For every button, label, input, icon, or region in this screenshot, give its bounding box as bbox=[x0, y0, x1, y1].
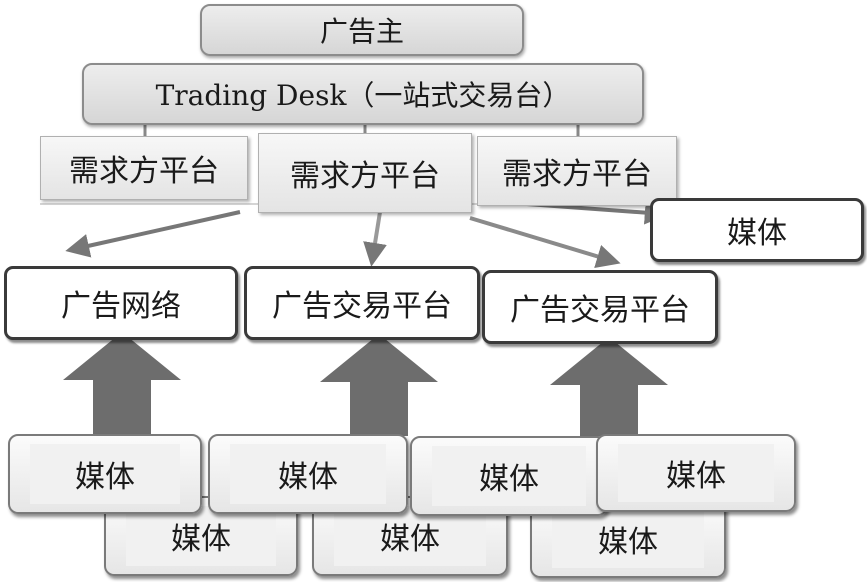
media-to-network-up-arrow bbox=[63, 332, 181, 436]
ad-network-label: 广告网络 bbox=[61, 289, 181, 324]
dsp-to-network-arrow bbox=[65, 210, 241, 258]
ad-exchange-box-2: 广告交易平台 bbox=[482, 270, 718, 344]
media-label: 媒体 bbox=[479, 462, 539, 497]
media-box-right: 媒体 bbox=[650, 198, 864, 262]
media-label: 媒体 bbox=[380, 522, 440, 557]
advertiser-box: 广告主 bbox=[200, 4, 524, 56]
trading-desk-box: Trading Desk（一站式交易台） bbox=[82, 63, 644, 125]
dsp-to-exchange-1-arrow bbox=[363, 211, 387, 267]
dsp-to-exchange-2-arrow bbox=[469, 216, 621, 268]
media-label: 媒体 bbox=[171, 522, 231, 557]
dsp-box-2: 需求方平台 bbox=[258, 133, 472, 213]
media-label: 媒体 bbox=[278, 460, 338, 495]
media-label: 媒体 bbox=[598, 525, 658, 560]
media-box-bottom-3: 媒体 bbox=[530, 500, 726, 578]
dsp-box-3: 需求方平台 bbox=[477, 136, 677, 206]
media-label: 媒体 bbox=[75, 460, 135, 495]
media-to-exchange-2-up-arrow bbox=[550, 337, 668, 436]
ad-exchange-label: 广告交易平台 bbox=[510, 293, 690, 328]
ad-exchange-box-1: 广告交易平台 bbox=[244, 266, 480, 340]
ad-exchange-label: 广告交易平台 bbox=[272, 289, 452, 324]
media-to-exchange-1-up-arrow bbox=[320, 334, 438, 436]
dsp-label: 需求方平台 bbox=[69, 154, 219, 189]
ad-network-box: 广告网络 bbox=[4, 266, 238, 340]
dsp-label: 需求方平台 bbox=[290, 159, 440, 194]
dsp-box-1: 需求方平台 bbox=[40, 136, 248, 200]
dsp-label: 需求方平台 bbox=[502, 157, 652, 192]
media-label: 媒体 bbox=[666, 459, 726, 494]
media-box-top-3: 媒体 bbox=[410, 436, 608, 516]
media-label: 媒体 bbox=[727, 216, 787, 251]
media-box-top-4: 媒体 bbox=[596, 434, 796, 512]
media-box-top-2: 媒体 bbox=[208, 434, 408, 514]
trading-desk-label: Trading Desk（一站式交易台） bbox=[155, 79, 571, 112]
advertiser-label: 广告主 bbox=[319, 15, 404, 48]
media-box-top-1: 媒体 bbox=[8, 434, 202, 514]
